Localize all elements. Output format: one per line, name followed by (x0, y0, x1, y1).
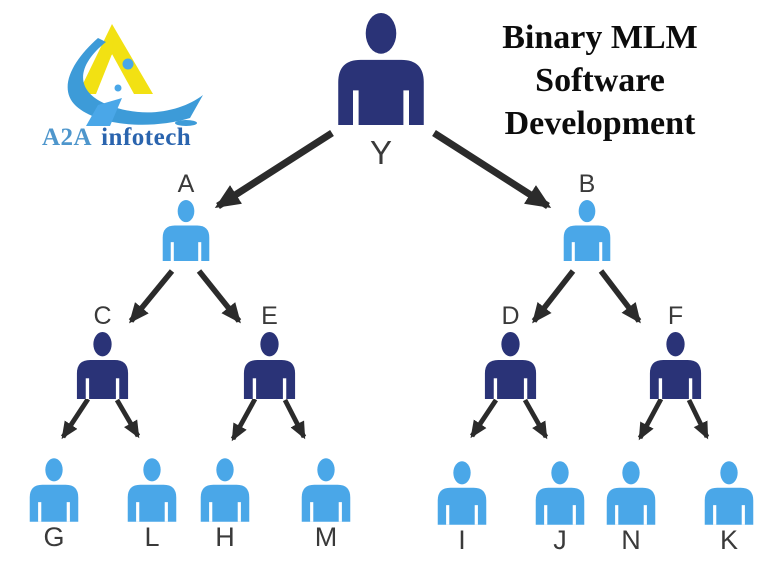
arrow-c-l (114, 398, 141, 439)
member-label-k: K (719, 525, 738, 555)
member-node-g: G (28, 458, 80, 551)
arrow-e-h (230, 397, 258, 442)
person-icon (649, 332, 702, 399)
arrow-c-g (60, 397, 91, 440)
a2a-logo-mark-icon (67, 24, 203, 126)
page-title-line-2: Software (535, 62, 665, 99)
person-icon (301, 458, 351, 522)
member-label-e: E (261, 302, 278, 330)
member-node-d: D (483, 302, 538, 399)
member-label-b: B (578, 170, 596, 198)
member-label-m: M (314, 522, 338, 552)
member-node-i: I (436, 461, 488, 554)
member-label-y: Y (369, 134, 392, 171)
person-icon (127, 458, 177, 522)
arrow-f-k (686, 398, 710, 440)
logo-wordmark: A2A infotech (42, 124, 226, 152)
arrow-d-j (522, 398, 549, 440)
member-label-n: N (621, 525, 641, 555)
person-icon (338, 13, 424, 125)
member-label-i: I (458, 525, 466, 555)
person-icon (243, 332, 296, 399)
member-node-e: E (242, 302, 297, 399)
member-node-n: N (605, 461, 657, 554)
page-title-line-3: Development (504, 105, 696, 142)
person-icon (535, 461, 585, 525)
logo-text-primary: A2A (42, 124, 93, 151)
member-node-k: K (703, 461, 755, 554)
person-icon (76, 332, 129, 399)
member-node-j: J (534, 461, 586, 554)
member-node-f: F (648, 302, 703, 399)
arrow-b-d (531, 269, 576, 324)
a2a-infotech-logo: A2A infotech (36, 8, 226, 152)
person-icon (437, 461, 487, 525)
member-label-h: H (215, 522, 235, 552)
member-node-y: Y (335, 13, 427, 170)
arrow-a-c (128, 269, 175, 324)
arrow-y-a (214, 130, 334, 209)
arrow-a-e (196, 269, 242, 324)
person-icon (563, 200, 611, 261)
member-label-g: G (43, 522, 65, 552)
member-label-l: L (144, 522, 160, 552)
arrow-f-n (637, 397, 664, 441)
member-label-j: J (553, 525, 567, 555)
member-node-m: M (300, 458, 352, 551)
member-label-a: A (177, 170, 195, 198)
member-node-h: H (199, 458, 251, 551)
member-label-c: C (93, 302, 112, 330)
logo-text-secondary: infotech (101, 124, 192, 151)
member-label-d: D (501, 302, 520, 330)
arrow-b-f (598, 269, 642, 324)
person-icon (484, 332, 537, 399)
person-icon (606, 461, 656, 525)
member-label-f: F (667, 302, 684, 330)
arrow-y-b (432, 130, 552, 209)
page-title-line-1: Binary MLM (502, 19, 698, 56)
member-node-l: L (126, 458, 178, 551)
person-icon (200, 458, 250, 522)
member-node-c: C (75, 302, 130, 399)
person-icon (704, 461, 754, 525)
page-title: Binary MLM Software Development (448, 16, 752, 145)
person-icon (162, 200, 210, 261)
arrow-d-i (470, 398, 498, 439)
arrow-e-m (282, 398, 307, 440)
person-icon (29, 458, 79, 522)
member-node-a: A (161, 170, 211, 261)
member-node-b: B (562, 170, 612, 261)
